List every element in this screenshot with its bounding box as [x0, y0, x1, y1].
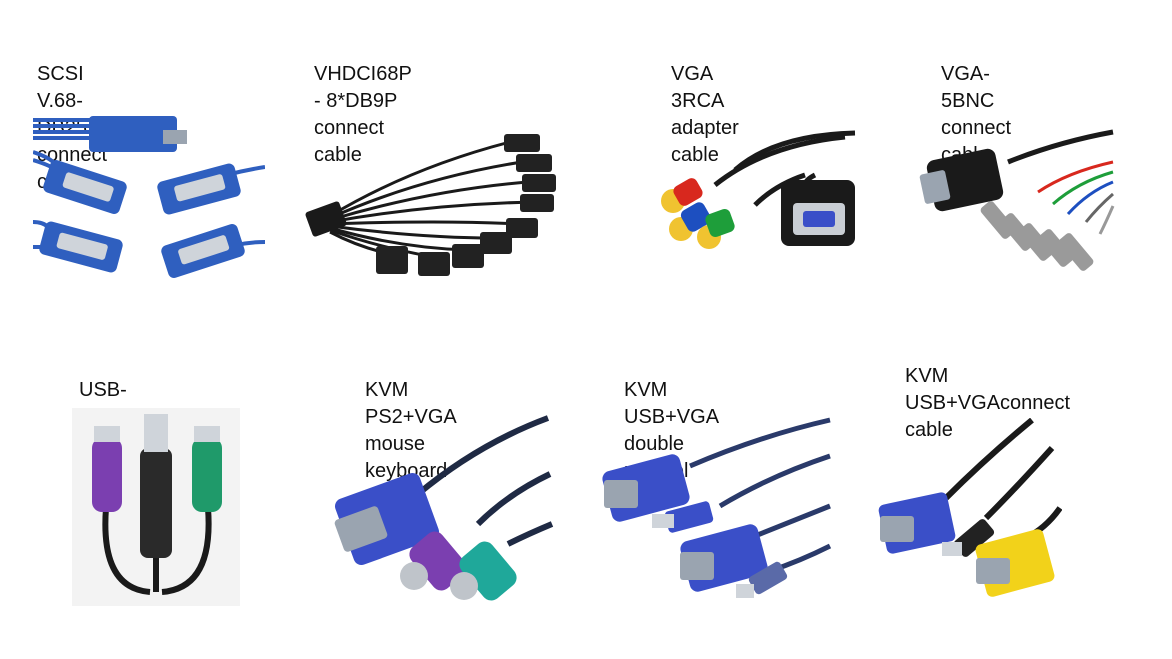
kvm-usb-vga-double-cable-icon	[600, 416, 836, 604]
scsi-db25-cable-icon	[33, 112, 265, 292]
product-label: VGA 3RCA adapter cable	[671, 63, 739, 166]
kvm-usb-vga-cable-icon	[876, 418, 1062, 602]
product-label: VHDCI68P - 8*DB9P connect cable	[314, 63, 412, 166]
vga-3rca-adapter-cable-icon	[655, 125, 870, 255]
vga-5bnc-cable-icon	[918, 122, 1118, 280]
product-label: KVM USB+VGAconnect cable	[905, 365, 1071, 441]
vhdci-8-db9-breakout-cable-icon	[300, 128, 560, 288]
product-label: VGA-5BNC connect cable	[941, 63, 1012, 166]
kvm-ps2-vga-cable-icon	[328, 414, 556, 604]
usb-ps2-adapter-cable-icon	[72, 408, 240, 606]
